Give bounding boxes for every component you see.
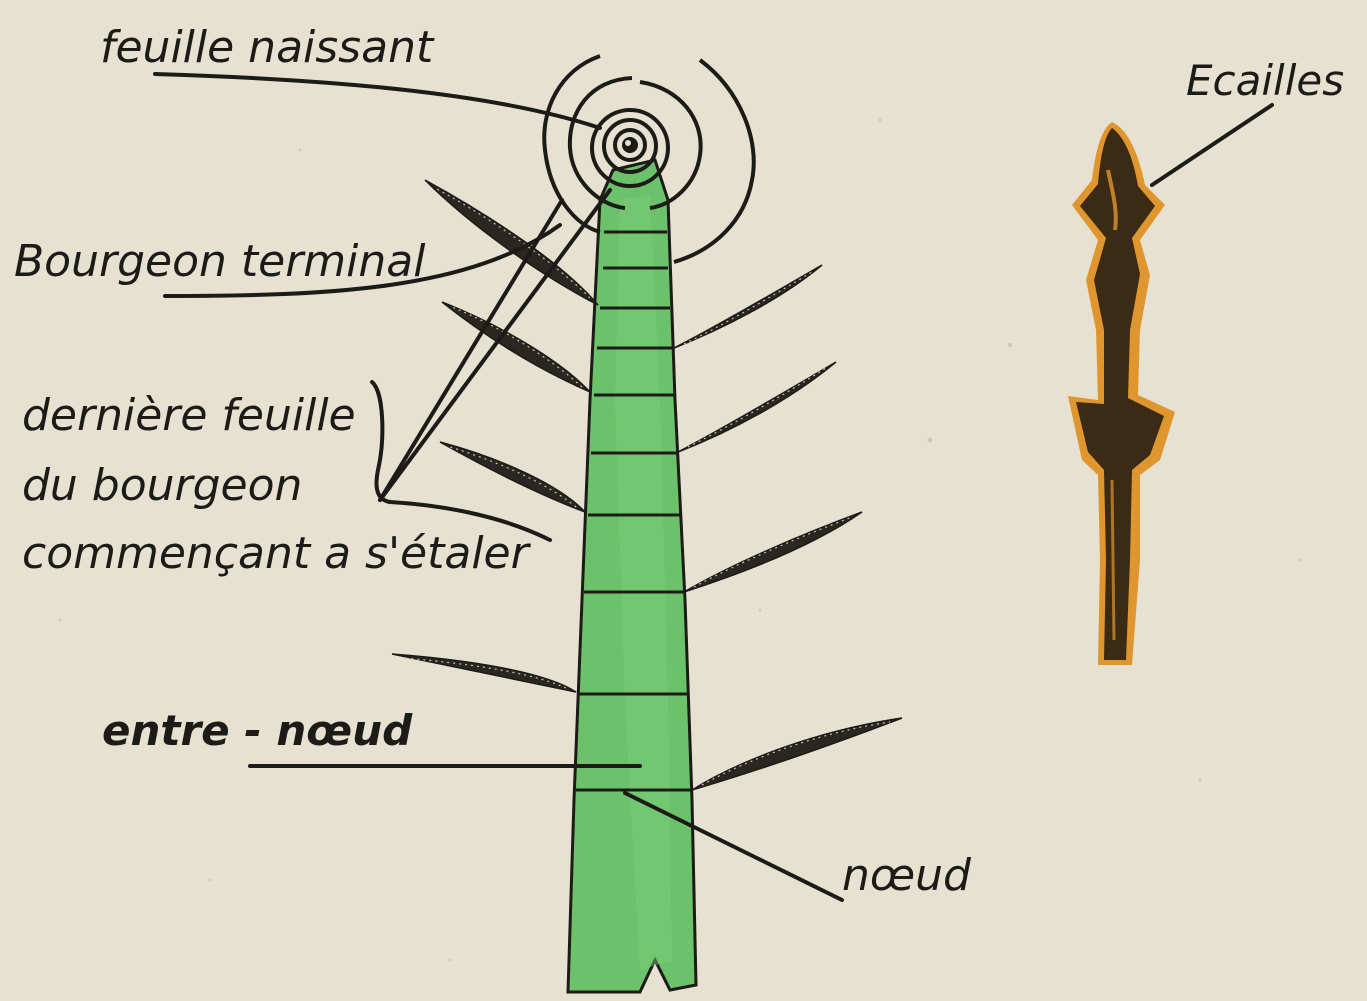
twig-dark-body [1076, 128, 1164, 660]
bracket-derniere [372, 382, 390, 502]
label-noeud: nœud [842, 850, 972, 901]
label-derniere-line2: du bourgeon [22, 460, 302, 511]
leaf-right-1 [674, 265, 822, 348]
leaf-right-2 [678, 362, 836, 452]
label-bourgeon-terminal: Bourgeon terminal [14, 236, 426, 287]
leader-ecailles [1152, 105, 1272, 185]
leaf-left-3 [440, 442, 585, 512]
leaf-left-4 [392, 654, 576, 692]
label-entre-noeud: entre - nœud [102, 706, 413, 755]
label-derniere-line3: commençant a s'étaler [22, 528, 532, 579]
leader-feuille-naissant [155, 74, 600, 128]
leaf-right-3 [684, 512, 862, 592]
leaf-right-4 [692, 718, 902, 790]
stem [568, 160, 696, 992]
label-feuille-naissant: feuille naissant [100, 22, 435, 73]
twig-with-scales [1068, 122, 1175, 665]
label-derniere-line1: dernière feuille [22, 390, 356, 441]
label-ecailles: Ecailles [1186, 56, 1344, 105]
